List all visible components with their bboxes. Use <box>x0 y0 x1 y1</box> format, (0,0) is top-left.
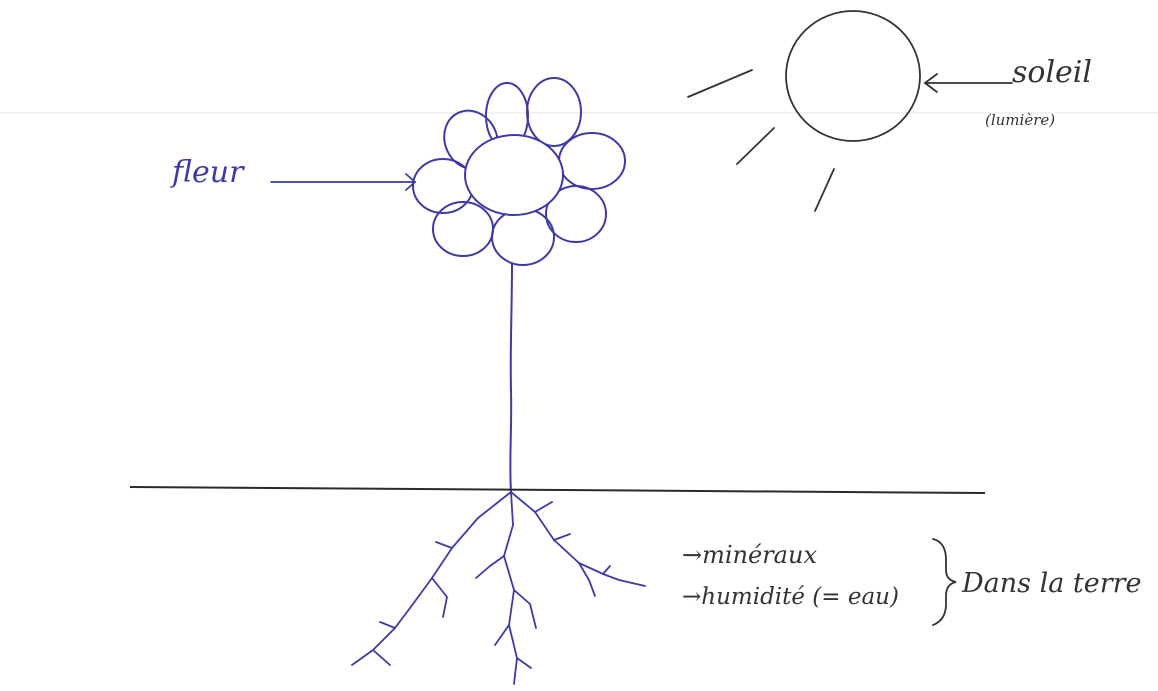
flower-petal <box>559 133 625 189</box>
root <box>504 492 517 684</box>
soil-label: Dans la terre <box>961 568 1142 599</box>
root-branch <box>517 658 531 668</box>
root-branch <box>495 625 509 645</box>
flower-petal <box>433 202 493 256</box>
sun-note-label: (lumière) <box>985 111 1055 129</box>
sun-arrow <box>925 74 1012 92</box>
humidity-label: →humidité (= eau) <box>682 584 899 610</box>
flower-label: fleur <box>170 155 245 190</box>
root-branch <box>579 563 595 596</box>
root-branch <box>436 542 452 548</box>
sun-ray <box>737 128 774 164</box>
flower-petal <box>527 78 581 146</box>
sun-circle <box>786 11 920 141</box>
curly-brace <box>933 539 956 625</box>
flower-petal <box>413 159 473 213</box>
sun-ray <box>688 70 752 97</box>
root-branch <box>432 578 447 617</box>
sun <box>688 11 920 211</box>
root-branch <box>554 534 570 540</box>
root-branch <box>373 650 390 665</box>
root-branch <box>476 556 504 578</box>
root <box>511 492 645 586</box>
flower-arrow <box>271 174 415 190</box>
root-branch <box>514 590 536 628</box>
root-branch <box>380 622 395 628</box>
sun-label: soleil <box>1012 55 1092 90</box>
mineral-label: →minéraux <box>682 541 817 569</box>
root-branch <box>535 502 552 512</box>
flower-stem <box>510 263 512 492</box>
sun-ray <box>815 169 834 211</box>
flower-center <box>465 135 563 215</box>
flower <box>413 78 625 265</box>
ground-line <box>130 487 985 493</box>
flower-petal <box>492 209 554 265</box>
roots <box>352 492 645 684</box>
root-branch <box>603 566 610 574</box>
